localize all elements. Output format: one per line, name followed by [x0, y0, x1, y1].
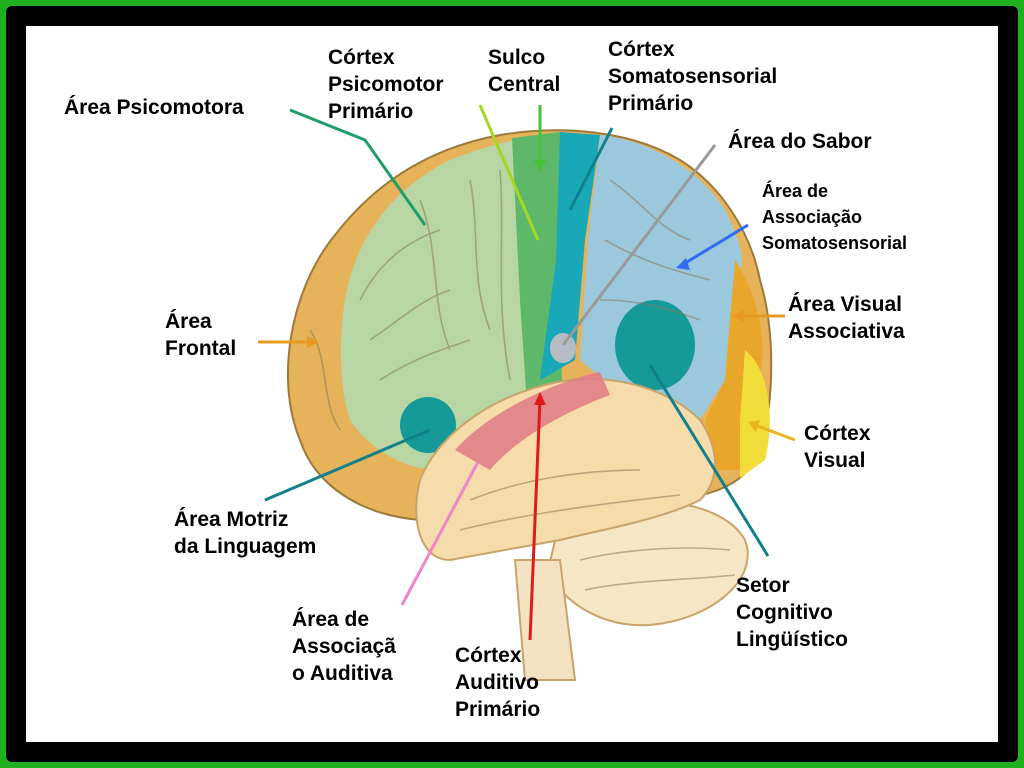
label-area-motriz: Área Motriz da Linguagem	[174, 508, 317, 558]
region-taste	[550, 333, 576, 363]
label-area-visual-assoc: Área Visual Associativa	[788, 293, 905, 343]
pointer-sulco-central-a	[478, 104, 540, 241]
arrowhead-cortex-visual	[748, 420, 760, 432]
arrowhead-assoc-somato	[676, 258, 690, 270]
region-auditory	[455, 372, 610, 470]
pointer-assoc-somato	[681, 223, 749, 267]
gyri-texture	[309, 169, 736, 591]
pointer-cortex-somato	[568, 127, 614, 211]
region-broca	[400, 397, 456, 453]
pointer-area-motriz	[264, 428, 431, 502]
label-area-assoc-somato: Área de Associação Somatosensorial	[762, 181, 908, 253]
pointer-setor-cognitivo	[648, 364, 770, 557]
pointer-cortex-auditivo	[528, 399, 542, 641]
pointer-assoc-auditiva	[400, 461, 480, 606]
region-visual	[740, 350, 770, 478]
brainstem	[513, 559, 577, 681]
arrowhead-frontal	[307, 336, 319, 348]
label-cortex-auditivo: Córtex Auditivo Primário	[455, 644, 541, 721]
brain-illustration	[286, 129, 773, 681]
arrowhead-visual-assoc	[732, 310, 744, 322]
arrowhead-sulco-central-b	[534, 160, 546, 172]
label-cortex-visual: Córtex Visual	[804, 422, 871, 472]
label-sulco-central: Sulco Central	[488, 46, 561, 96]
label-area-sabor: Área do Sabor	[728, 130, 872, 153]
pointer-cortex-visual	[754, 423, 796, 442]
label-cortex-somatosensorial: Córtex Somatosensorial Primário	[608, 38, 778, 115]
label-setor-cognitivo: Setor Cognitivo Lingüístico	[736, 574, 848, 651]
region-wernicke	[615, 300, 695, 390]
label-area-psicomotora: Área Psicomotora	[64, 96, 244, 119]
region-somatosensory	[540, 132, 600, 380]
label-area-assoc-auditiva: Área de Associaçã o Auditiva	[292, 608, 396, 685]
arrowhead-cortex-auditivo	[534, 392, 546, 405]
label-area-frontal: Área Frontal	[165, 310, 237, 360]
pointer-area-psicomotora	[289, 108, 427, 226]
pointers	[258, 104, 796, 641]
label-cortex-psicomotor: Córtex Psicomotor Primário	[328, 46, 444, 123]
pointer-area-sabor	[561, 144, 717, 346]
arrowheads	[307, 160, 760, 432]
